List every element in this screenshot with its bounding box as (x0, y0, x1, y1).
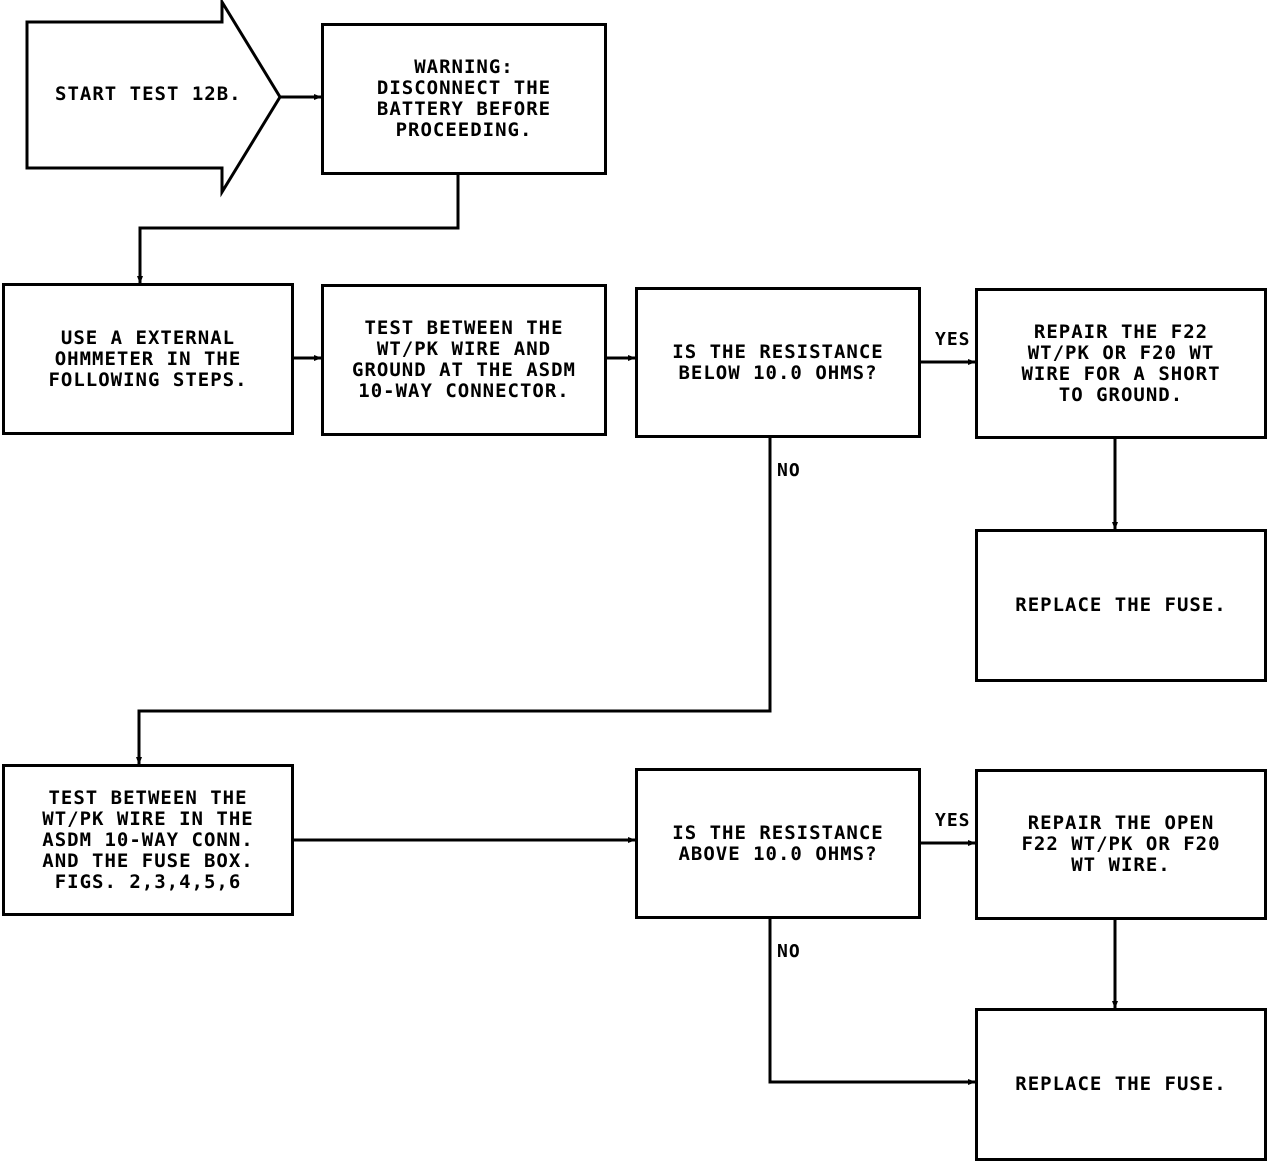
ohmmeter-step-text: USE A EXTERNAL OHMMETER IN THE FOLLOWING… (48, 326, 248, 391)
warning-text: WARNING: DISCONNECT THE BATTERY BEFORE P… (376, 56, 552, 141)
replace-fuse-text-2: REPLACE THE FUSE. (1015, 1073, 1227, 1095)
start-node: START TEST 12B. (0, 0, 320, 200)
repair-open-text: REPAIR THE OPEN F22 WT/PK OR F20 WT WIRE… (1021, 812, 1221, 876)
yes-label-1: YES (935, 329, 971, 350)
connector-warning-to-ohmmeter (137, 174, 460, 284)
no-label-1: NO (777, 460, 801, 481)
decision-above-box: IS THE RESISTANCE ABOVE 10.0 OHMS? (635, 768, 921, 919)
replace-fuse-box-1: REPLACE THE FUSE. (975, 529, 1267, 682)
repair-open-box: REPAIR THE OPEN F22 WT/PK OR F20 WT WIRE… (975, 769, 1267, 920)
ohmmeter-step-box: USE A EXTERNAL OHMMETER IN THE FOLLOWING… (2, 283, 294, 435)
decision-below-box: IS THE RESISTANCE BELOW 10.0 OHMS? (635, 287, 921, 438)
decision-above-text: IS THE RESISTANCE ABOVE 10.0 OHMS? (672, 821, 884, 865)
test-ground-text: TEST BETWEEN THE WT/PK WIRE AND GROUND A… (352, 317, 576, 402)
connector-no-1 (136, 437, 772, 765)
start-label: START TEST 12B. (55, 83, 242, 105)
test-fuse-box-text: TEST BETWEEN THE WT/PK WIRE IN THE ASDM … (42, 786, 254, 893)
test-fuse-box-box: TEST BETWEEN THE WT/PK WIRE IN THE ASDM … (2, 764, 294, 916)
connector-no-2 (768, 917, 976, 1085)
no-label-2: NO (777, 941, 801, 962)
replace-fuse-text-1: REPLACE THE FUSE. (1015, 594, 1227, 616)
start-arrow-shape (25, 0, 282, 198)
test-ground-box: TEST BETWEEN THE WT/PK WIRE AND GROUND A… (321, 284, 607, 436)
repair-short-text: REPAIR THE F22 WT/PK OR F20 WT WIRE FOR … (1021, 320, 1221, 406)
replace-fuse-box-2: REPLACE THE FUSE. (975, 1008, 1267, 1161)
decision-below-text: IS THE RESISTANCE BELOW 10.0 OHMS? (672, 340, 884, 384)
repair-short-box: REPAIR THE F22 WT/PK OR F20 WT WIRE FOR … (975, 288, 1267, 439)
yes-label-2: YES (935, 810, 971, 831)
warning-box: WARNING: DISCONNECT THE BATTERY BEFORE P… (321, 23, 607, 175)
